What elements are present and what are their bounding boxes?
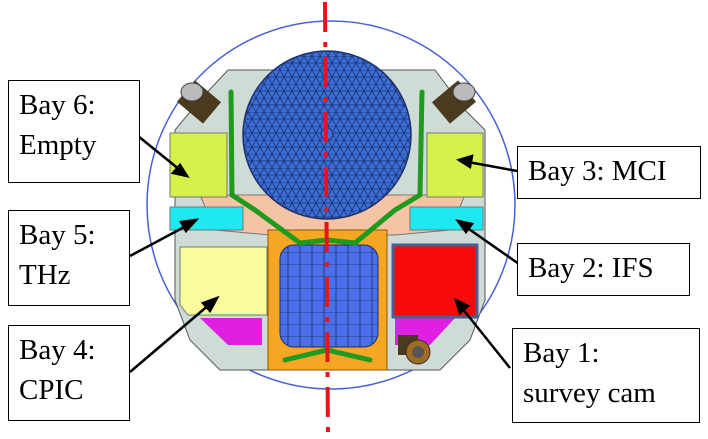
label-bay5-line1: Bay 5:	[19, 219, 96, 251]
label-bay2: Bay 2: IFS	[517, 243, 690, 296]
bay4-mount	[200, 318, 262, 345]
label-bay1-line2: survey cam	[523, 377, 656, 409]
bay3-box	[426, 132, 484, 198]
label-bay6: Bay 6: Empty	[8, 80, 140, 183]
label-bay3-text: Bay 3: MCI	[528, 155, 667, 187]
label-bay6-line1: Bay 6:	[19, 89, 96, 121]
bay5-box	[169, 206, 244, 231]
label-bay4-line2: CPIC	[19, 374, 84, 406]
star-tracker-bottom	[398, 335, 431, 365]
star-tracker-right	[431, 80, 477, 124]
star-tracker-left	[176, 80, 222, 124]
label-bay1: Bay 1: survey cam	[512, 328, 700, 423]
bay2-box	[409, 206, 484, 231]
label-bay4: Bay 4: CPIC	[8, 325, 130, 421]
label-bay3: Bay 3: MCI	[517, 146, 701, 199]
envelope-circle	[146, 20, 516, 390]
label-bay4-line1: Bay 4:	[19, 334, 96, 366]
label-bay1-line1: Bay 1:	[523, 337, 600, 369]
callout-arrows	[129, 135, 520, 373]
label-bay5-line2: THz	[19, 259, 71, 291]
center-line	[323, 1, 330, 439]
label-bay2-text: Bay 2: IFS	[528, 252, 654, 284]
label-bay5: Bay 5: THz	[8, 210, 130, 306]
label-bay6-line2: Empty	[19, 129, 97, 161]
bay4-box	[179, 246, 268, 316]
